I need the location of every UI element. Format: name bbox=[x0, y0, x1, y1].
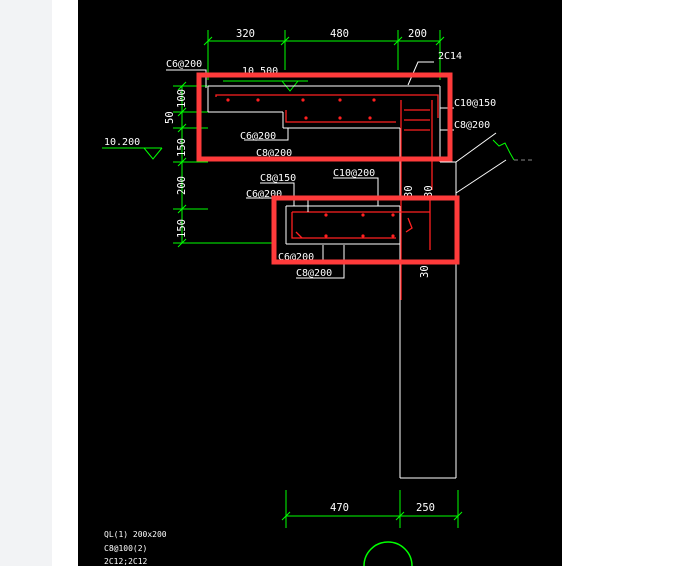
beam-note-line3: 2C12;2C12 bbox=[104, 557, 148, 566]
rebar-dots-mid bbox=[324, 213, 395, 238]
highlight-box-top-slab bbox=[196, 72, 453, 162]
dim-rot-3: 30 bbox=[419, 265, 431, 278]
left-gap bbox=[52, 0, 78, 566]
dim-top-3: 200 bbox=[408, 28, 427, 40]
label-c8-150: C8@150 bbox=[260, 173, 296, 184]
elevation-side-label: 10.200 bbox=[104, 137, 140, 148]
left-gutter bbox=[0, 0, 52, 566]
elevation-mark-side bbox=[102, 147, 163, 160]
label-c10-200: C10@200 bbox=[333, 168, 375, 179]
elevation-top-label: 10.500 bbox=[242, 66, 278, 77]
bottom-dimension-chain bbox=[281, 490, 463, 528]
dim-left-2: 50 bbox=[164, 111, 176, 124]
left-dimension-chain bbox=[173, 81, 273, 248]
dim-left-4: 200 bbox=[176, 176, 188, 195]
concrete-outline bbox=[207, 85, 507, 479]
break-line bbox=[492, 139, 534, 161]
beam-note-line2: C8@100(2) bbox=[104, 544, 147, 553]
label-c6-mid: C6@200 bbox=[240, 131, 276, 142]
dim-top-2: 480 bbox=[330, 28, 349, 40]
label-c8-200-bottom: C8@200 bbox=[296, 268, 332, 279]
top-dimension-chain bbox=[203, 30, 445, 80]
dim-left-3: 150 bbox=[176, 138, 188, 157]
label-c8-200-right: C8@200 bbox=[454, 120, 490, 131]
highlight-box-middle-beam bbox=[271, 195, 460, 265]
label-c6-bottom: C6@200 bbox=[278, 252, 314, 263]
dim-left-1: 100 bbox=[176, 89, 188, 108]
rebar-middle-beam bbox=[291, 195, 431, 250]
dim-rot-1: 30 bbox=[403, 185, 415, 198]
elevation-mark-top bbox=[223, 80, 308, 92]
label-2c14: 2C14 bbox=[438, 51, 462, 62]
label-c6-top: C6@200 bbox=[166, 59, 202, 70]
dim-bottom-1: 470 bbox=[330, 502, 349, 514]
cad-drawing: 320 480 200 100 50 150 200 150 10.500 10… bbox=[102, 28, 534, 570]
cad-canvas: 320 480 200 100 50 150 200 150 10.500 10… bbox=[78, 0, 562, 570]
dim-top-1: 320 bbox=[236, 28, 255, 40]
dim-left-5: 150 bbox=[176, 219, 188, 238]
label-c6-lower: C6@200 bbox=[246, 189, 282, 200]
beam-note-line1: QL(1) 200x200 bbox=[104, 530, 167, 539]
label-c8-200-mid: C8@200 bbox=[256, 148, 292, 159]
label-c10-150: C10@150 bbox=[454, 98, 496, 109]
rebar-dots-top bbox=[226, 98, 376, 120]
dim-bottom-2: 250 bbox=[416, 502, 435, 514]
right-blank-area bbox=[562, 0, 675, 566]
dim-rot-2: 30 bbox=[423, 185, 435, 198]
section-marker-circle bbox=[363, 541, 413, 570]
